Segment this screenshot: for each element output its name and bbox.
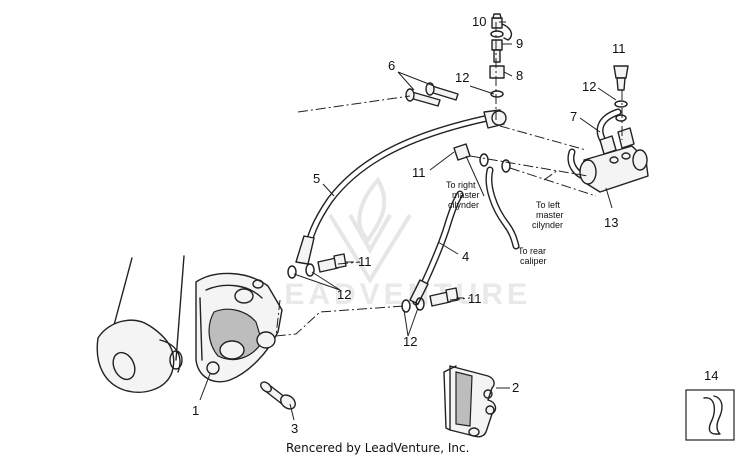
callout-14: 14 <box>704 368 718 383</box>
caliper-bolt <box>260 381 296 410</box>
bolts-6 <box>405 82 459 107</box>
banjo-bolt-middle <box>453 143 511 173</box>
brake-caliper <box>195 272 283 383</box>
banjo-bolt-lower-right <box>401 287 459 313</box>
note-left-master-line-2: master <box>536 210 564 220</box>
note-rear-caliper: To rear caliper <box>518 246 547 266</box>
note-left-master: To left master cilynder <box>532 200 564 230</box>
render-credit: Rencered by LeadVenture, Inc. <box>286 441 469 455</box>
callout-13: 13 <box>604 215 618 230</box>
clip-icon <box>703 395 723 435</box>
banjo-bolt-lower-left <box>287 253 347 279</box>
callout-numbers: 1 2 3 4 5 6 7 8 9 10 11 11 11 11 12 12 1… <box>192 14 718 436</box>
banjo-bolt-top-right <box>613 65 629 122</box>
fork-leg <box>96 255 185 393</box>
leader-lines <box>199 21 617 421</box>
note-rear-caliper-line-1: To rear <box>518 246 546 256</box>
brake-pads <box>443 365 497 438</box>
bleed-fitting-stack <box>489 13 513 98</box>
callout-11-lower-right: 11 <box>468 291 482 306</box>
callout-8: 8 <box>516 68 523 83</box>
callout-12-bottom: 12 <box>403 334 417 349</box>
note-right-master-line-2: master <box>452 190 480 200</box>
callout-12-right: 12 <box>582 79 596 94</box>
watermark-logo: LEADVENTURE <box>262 176 531 311</box>
rear-caliper-hose <box>485 166 520 250</box>
callout-11-lower-left: 11 <box>358 254 372 269</box>
callout-11-middle: 11 <box>412 165 426 180</box>
callout-6: 6 <box>388 58 395 73</box>
note-right-master-line-1: To right <box>446 180 476 190</box>
callout-12-top: 12 <box>455 70 469 85</box>
callout-12-left: 12 <box>337 287 351 302</box>
callout-9: 9 <box>516 36 523 51</box>
callout-4: 4 <box>462 249 469 264</box>
note-right-master-line-3: cilynder <box>448 200 479 210</box>
note-rear-caliper-line-2: caliper <box>520 256 547 266</box>
brake-distributor <box>579 127 649 193</box>
note-left-master-line-3: cilynder <box>532 220 563 230</box>
callout-2: 2 <box>512 380 519 395</box>
callout-5: 5 <box>313 171 320 186</box>
alignment-lines <box>275 22 623 337</box>
callout-11-top-right: 11 <box>612 41 626 56</box>
item-14-box <box>685 389 735 441</box>
watermark-text: LEADVENTURE <box>262 278 531 311</box>
note-left-master-line-1: To left <box>536 200 561 210</box>
brake-hose-4 <box>409 190 464 306</box>
callout-1: 1 <box>192 403 199 418</box>
note-right-master: To right master cilynder <box>446 180 480 210</box>
callout-10: 10 <box>472 14 486 29</box>
callout-3: 3 <box>291 421 298 436</box>
callout-7: 7 <box>570 109 577 124</box>
